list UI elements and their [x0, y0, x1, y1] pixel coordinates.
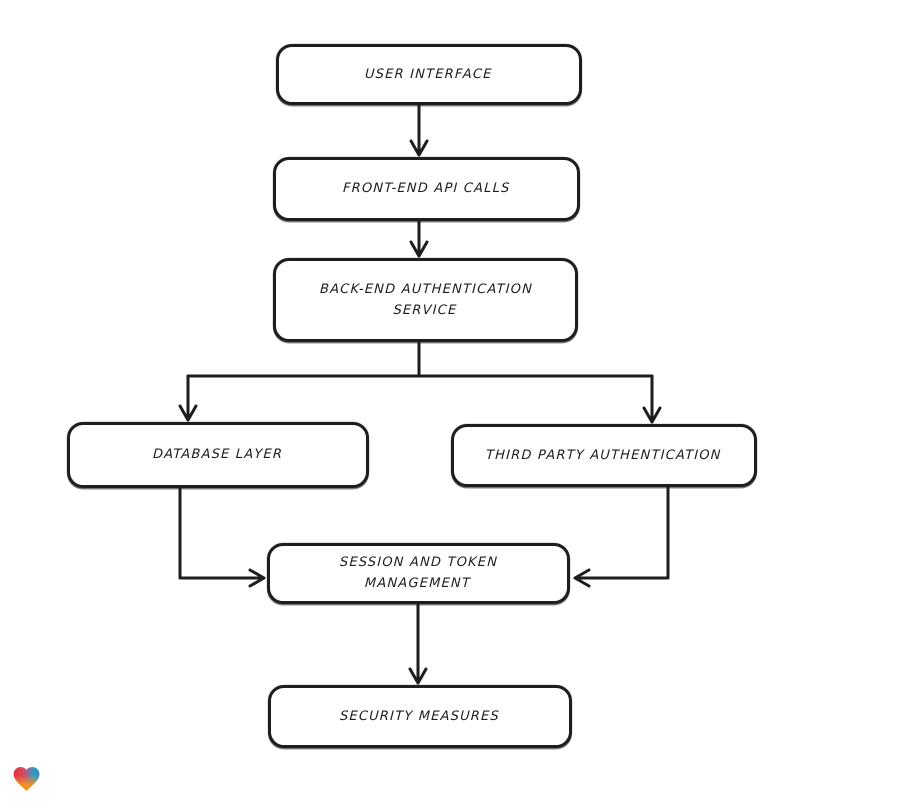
node-user-interface[interactable]: USER INTERFACE — [276, 44, 582, 105]
node-session-and-token-management[interactable]: SESSION AND TOKEN MANAGEMENT — [267, 543, 570, 604]
edge-back-end-split-rail — [186, 340, 654, 378]
node-security-measures[interactable]: SECURITY MEASURES — [268, 685, 572, 748]
edge-back-end-to-third-party-authentication — [642, 374, 662, 424]
node-label: FRONT-END API CALLS — [342, 181, 511, 197]
node-third-party-authentication[interactable]: THIRD PARTY AUTHENTICATION — [451, 424, 757, 487]
node-label: SECURITY MEASURES — [339, 708, 501, 724]
node-database-layer[interactable]: DATABASE LAYER — [67, 422, 369, 488]
node-back-end-authentication-service[interactable]: BACK-END AUTHENTICATION SERVICE — [273, 258, 578, 342]
node-label: BACK-END AUTHENTICATION SERVICE — [319, 281, 533, 318]
node-label: THIRD PARTY AUTHENTICATION — [485, 447, 723, 463]
node-label: USER INTERFACE — [364, 66, 494, 82]
node-label: DATABASE LAYER — [152, 447, 284, 463]
edge-user-interface-to-front-end-api-calls — [409, 103, 429, 157]
edge-database-layer-to-session-management — [178, 486, 266, 588]
node-front-end-api-calls[interactable]: FRONT-END API CALLS — [273, 157, 580, 221]
edge-session-management-to-security-measures — [408, 602, 428, 685]
edge-third-party-to-session-management — [573, 485, 670, 588]
node-label: SESSION AND TOKEN MANAGEMENT — [339, 555, 499, 592]
edge-front-end-api-calls-to-back-end-authentication-service — [409, 219, 429, 258]
heart-icon — [13, 767, 40, 791]
edge-back-end-to-database-layer — [178, 374, 198, 422]
heart-logo[interactable] — [11, 763, 42, 793]
